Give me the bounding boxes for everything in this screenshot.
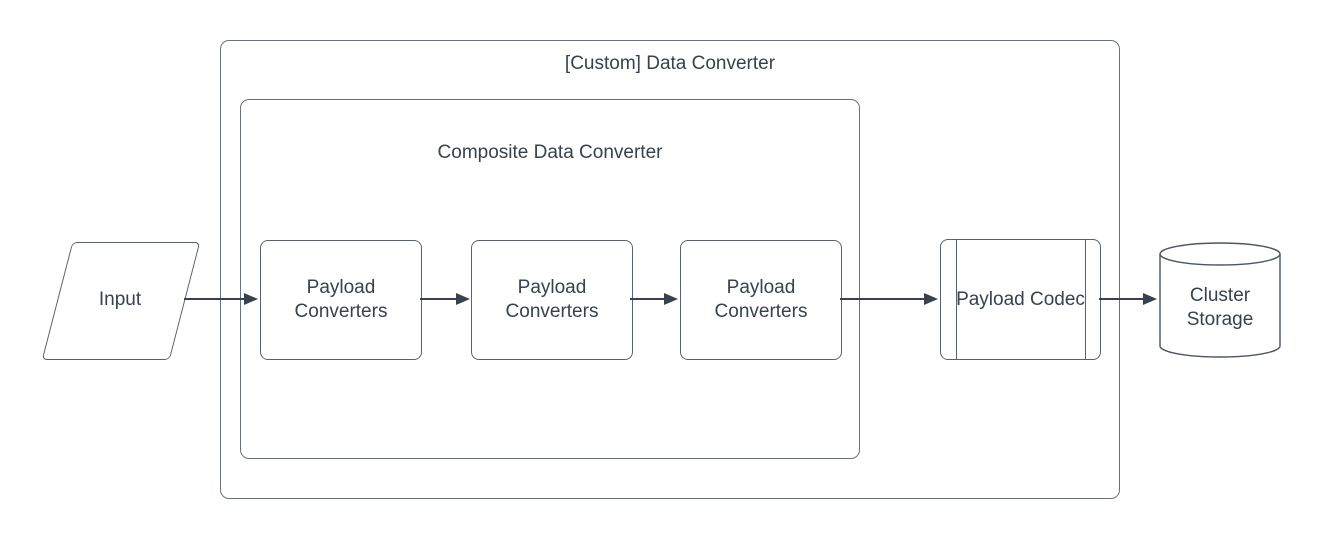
input-node-label: Input (98, 289, 142, 310)
payload-converters-label-2: Payload Converters (505, 277, 599, 322)
predefined-process-right-bar (1085, 240, 1086, 359)
arrowhead-converter3-to-codec (924, 293, 938, 305)
payload-codec-label: Payload Codec (956, 288, 1085, 310)
payload-converters-label-1: Payload Converters (294, 277, 388, 322)
arrow-converter2-to-converter3 (630, 298, 664, 300)
payload-converters-node-3: Payload Converters (680, 240, 842, 360)
custom-data-converter-title: [Custom] Data Converter (564, 53, 776, 74)
payload-converters-label-3: Payload Converters (714, 277, 808, 322)
cylinder-body (1159, 254, 1281, 358)
custom-data-converter-container: [Custom] Data Converter (220, 40, 1120, 499)
predefined-process-left-bar (956, 240, 957, 359)
cluster-storage-node: Cluster Storage (1159, 242, 1281, 358)
arrow-converter1-to-converter2 (420, 298, 456, 300)
payload-converters-node-1: Payload Converters (260, 240, 422, 360)
payload-converters-node-2: Payload Converters (471, 240, 633, 360)
arrowhead-codec-to-storage (1143, 293, 1157, 305)
composite-data-converter-container: Composite Data Converter (240, 99, 860, 459)
cluster-storage-label: Cluster Storage (1186, 285, 1254, 330)
cylinder-shape (1159, 242, 1281, 358)
arrow-input-to-converter1 (184, 298, 244, 300)
input-node: Input (41, 242, 201, 360)
payload-codec-node: Payload Codec (940, 239, 1101, 360)
composite-data-converter-title: Composite Data Converter (437, 142, 663, 163)
cylinder-top-rim (1159, 242, 1281, 266)
arrowhead-converter1-to-converter2 (456, 293, 470, 305)
arrow-codec-to-storage (1099, 298, 1143, 300)
arrow-converter3-to-codec (840, 298, 924, 300)
arrowhead-converter2-to-converter3 (664, 293, 678, 305)
arrowhead-input-to-converter1 (244, 293, 258, 305)
